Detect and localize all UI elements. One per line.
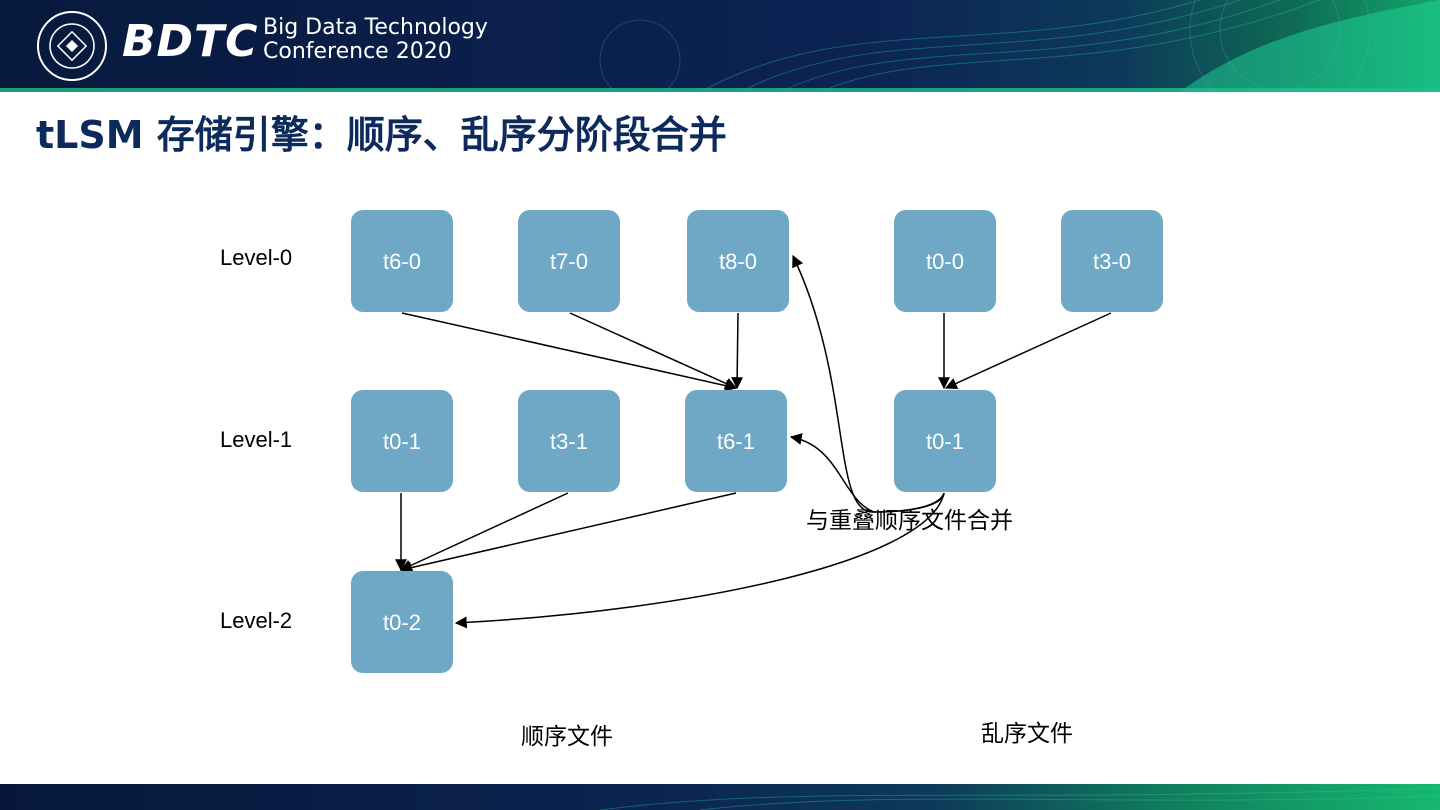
edge-t6-0-to-t6-1 xyxy=(401,312,738,392)
node-label: t0-2 xyxy=(383,610,421,635)
node-t3-1: t3-1 xyxy=(518,390,620,492)
edge-t8-0-to-t6-1 xyxy=(731,312,744,390)
node-label: t0-1 xyxy=(926,429,964,454)
node-label: t0-0 xyxy=(926,249,964,274)
node-label: t3-1 xyxy=(550,429,588,454)
sequential-files-label: 顺序文件 xyxy=(521,724,613,750)
edge-t6-1-to-t0-2 xyxy=(399,492,737,574)
edge-t3-1-to-t0-2 xyxy=(399,492,569,571)
node-t0-1-seq: t0-1 xyxy=(351,390,453,492)
node-label: t0-1 xyxy=(383,429,421,454)
node-t6-0: t6-0 xyxy=(351,210,453,312)
node-label: t6-1 xyxy=(717,429,755,454)
header-banner: BDTC Big Data Technology Conference 2020 xyxy=(0,0,1440,92)
footer-banner xyxy=(0,784,1440,810)
edge-unseq-to-t6-1 xyxy=(789,433,945,513)
node-t0-1-unseq: t0-1 xyxy=(894,390,996,492)
node-label: t6-0 xyxy=(383,249,421,274)
conference-name-line1: Big Data Technology xyxy=(263,15,488,40)
level-0-label: Level-0 xyxy=(220,245,292,270)
node-label: t3-0 xyxy=(1093,249,1131,274)
merge-annotation: 与重叠顺序文件合并 xyxy=(806,508,1013,534)
banner-decoration xyxy=(0,0,1440,92)
node-t7-0: t7-0 xyxy=(518,210,620,312)
node-label: t8-0 xyxy=(719,249,757,274)
unsequential-files-label: 乱序文件 xyxy=(981,721,1073,747)
conference-name-line2: Conference 2020 xyxy=(263,39,452,64)
level-1-label: Level-1 xyxy=(220,427,292,452)
brand-name: BDTC xyxy=(122,16,259,67)
edge-t7-0-to-t6-1 xyxy=(569,312,738,390)
node-t8-0: t8-0 xyxy=(687,210,789,312)
merge-edges xyxy=(395,254,1112,629)
node-t6-1: t6-1 xyxy=(685,390,787,492)
footer-decoration xyxy=(599,787,1440,810)
node-t0-0: t0-0 xyxy=(894,210,996,312)
edge-t3-0-to-t0-1 xyxy=(944,312,1112,389)
slide-title: tLSM 存储引擎：顺序、乱序分阶段合并 xyxy=(36,113,727,157)
node-t0-2: t0-2 xyxy=(351,571,453,673)
node-label: t7-0 xyxy=(550,249,588,274)
node-t3-0: t3-0 xyxy=(1061,210,1163,312)
edge-unseq-to-t0-2 xyxy=(454,492,945,629)
level-2-label: Level-2 xyxy=(220,608,292,633)
ccf-seal-logo xyxy=(37,11,107,81)
